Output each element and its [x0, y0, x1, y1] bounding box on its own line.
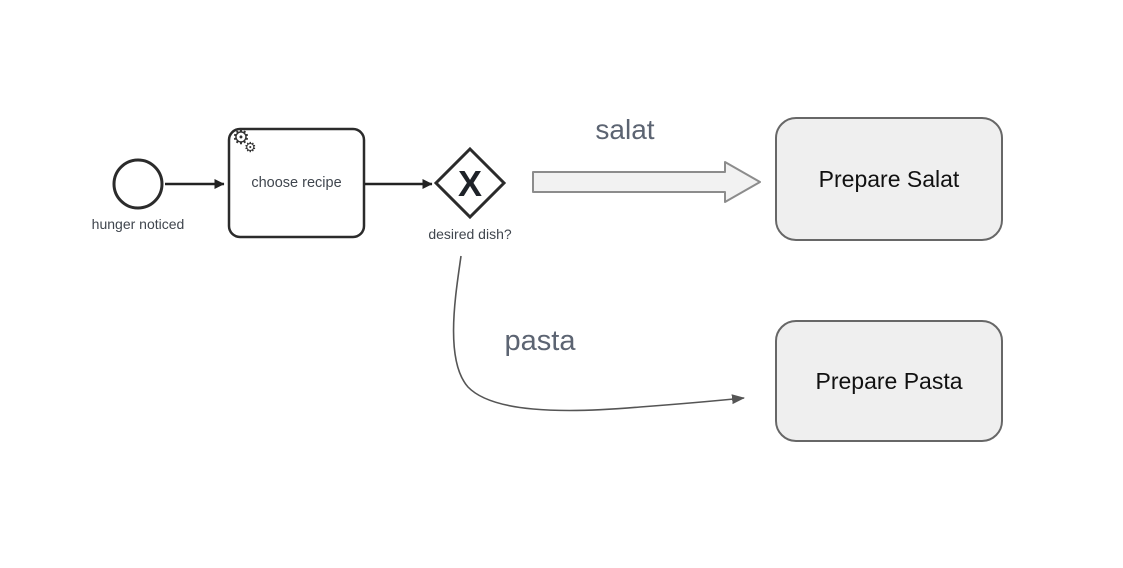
exclusive-gateway-shape[interactable] — [433, 146, 507, 220]
salat-flow-label[interactable]: salat — [595, 114, 655, 145]
choose-recipe-label[interactable]: choose recipe — [251, 175, 342, 191]
pasta-flow-connector[interactable] — [452, 255, 745, 412]
salat-flow-arrow[interactable] — [532, 161, 761, 203]
start-event-label[interactable]: hunger noticed — [91, 216, 185, 232]
exclusive-gateway-x-icon: X — [458, 163, 482, 204]
prepare-pasta-shape[interactable] — [775, 320, 1003, 442]
prepare-pasta-label[interactable]: Prepare Pasta — [815, 367, 963, 394]
choose-recipe-task-shape[interactable] — [227, 127, 366, 239]
start-event-shape[interactable] — [112, 158, 164, 210]
gateway-label[interactable]: desired dish? — [428, 226, 512, 242]
pasta-flow-label[interactable]: pasta — [504, 325, 576, 357]
prepare-salat-shape[interactable] — [775, 117, 1003, 241]
prepare-salat-label[interactable]: Prepare Salat — [818, 165, 960, 192]
